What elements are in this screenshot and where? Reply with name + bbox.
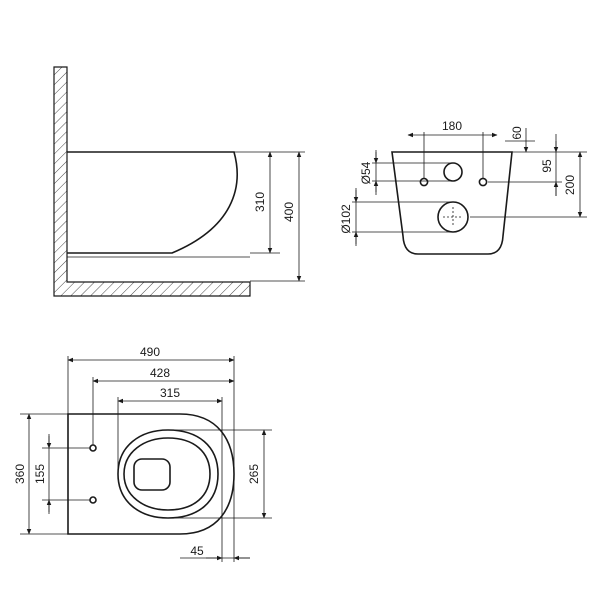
front-view: 180 60 95 200 Ø54 Ø102	[339, 119, 587, 255]
water-inlet-circle	[443, 162, 463, 182]
dim-155-label: 155	[33, 464, 47, 484]
top-seat-outline	[117, 429, 219, 519]
dim-400-label: 400	[282, 202, 296, 222]
dim-200-label: 200	[563, 175, 577, 195]
top-view: 490 428 315 360 155 265 45	[13, 345, 272, 562]
top-bowl-inner	[123, 437, 211, 511]
side-view: 310 400	[53, 66, 305, 297]
dim-d102-label: Ø102	[339, 204, 353, 234]
front-bowl-outline	[391, 151, 513, 255]
dim-310-label: 310	[253, 192, 267, 212]
dim-360-label: 360	[13, 464, 27, 484]
dim-95-label: 95	[540, 159, 554, 173]
dim-d54-label: Ø54	[359, 161, 373, 184]
side-bowl-outline	[67, 151, 238, 254]
top-drain-rect	[133, 458, 171, 491]
dim-490-label: 490	[140, 345, 160, 359]
dim-315-label: 315	[160, 386, 180, 400]
dim-180-label: 180	[442, 119, 462, 133]
wall-hatch	[53, 66, 251, 297]
dim-265-label: 265	[247, 464, 261, 484]
fixing-hole-left	[419, 177, 429, 187]
fixing-hole-right	[478, 177, 488, 187]
dim-428-label: 428	[150, 366, 170, 380]
dim-60-label: 60	[510, 126, 524, 140]
top-fixing-hole-1	[89, 444, 97, 452]
dim-45-label: 45	[190, 544, 204, 558]
top-fixing-hole-2	[89, 496, 97, 504]
